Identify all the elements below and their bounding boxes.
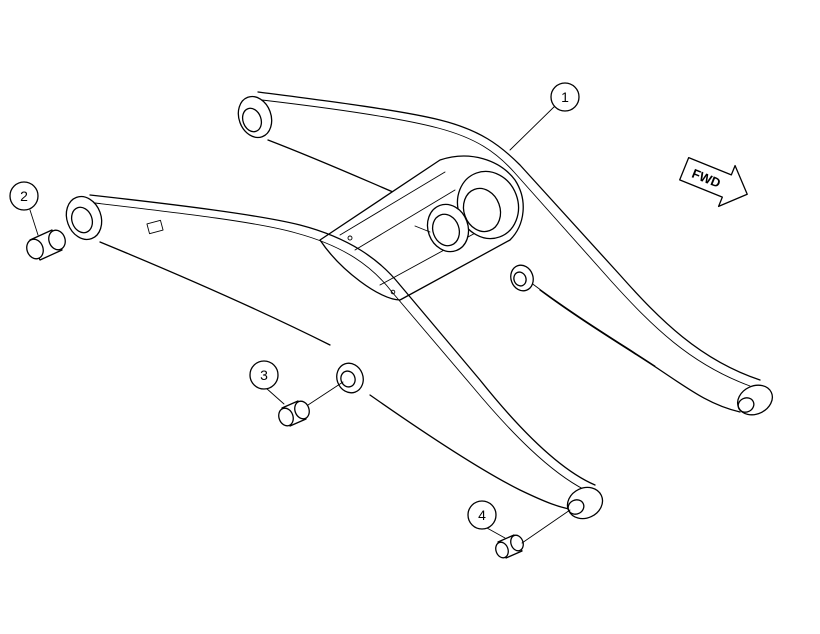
bushing-4 — [495, 534, 524, 559]
callout-1: 1 — [550, 82, 580, 112]
callout-2: 2 — [9, 181, 39, 211]
callout-3: 3 — [249, 360, 279, 390]
callout-2-label: 2 — [20, 188, 28, 204]
bushing-3 — [278, 400, 310, 427]
callout-4: 4 — [467, 500, 497, 530]
forward-direction-arrow: FWD — [679, 156, 748, 208]
cross-tube — [319, 155, 524, 301]
rear-lift-arm — [237, 91, 774, 416]
bushing-2 — [26, 229, 66, 261]
callout-1-label: 1 — [561, 89, 569, 105]
callout-3-label: 3 — [260, 367, 268, 383]
leader-lines — [29, 103, 571, 544]
front-lift-arm — [65, 194, 604, 520]
callout-4-label: 4 — [478, 507, 486, 523]
